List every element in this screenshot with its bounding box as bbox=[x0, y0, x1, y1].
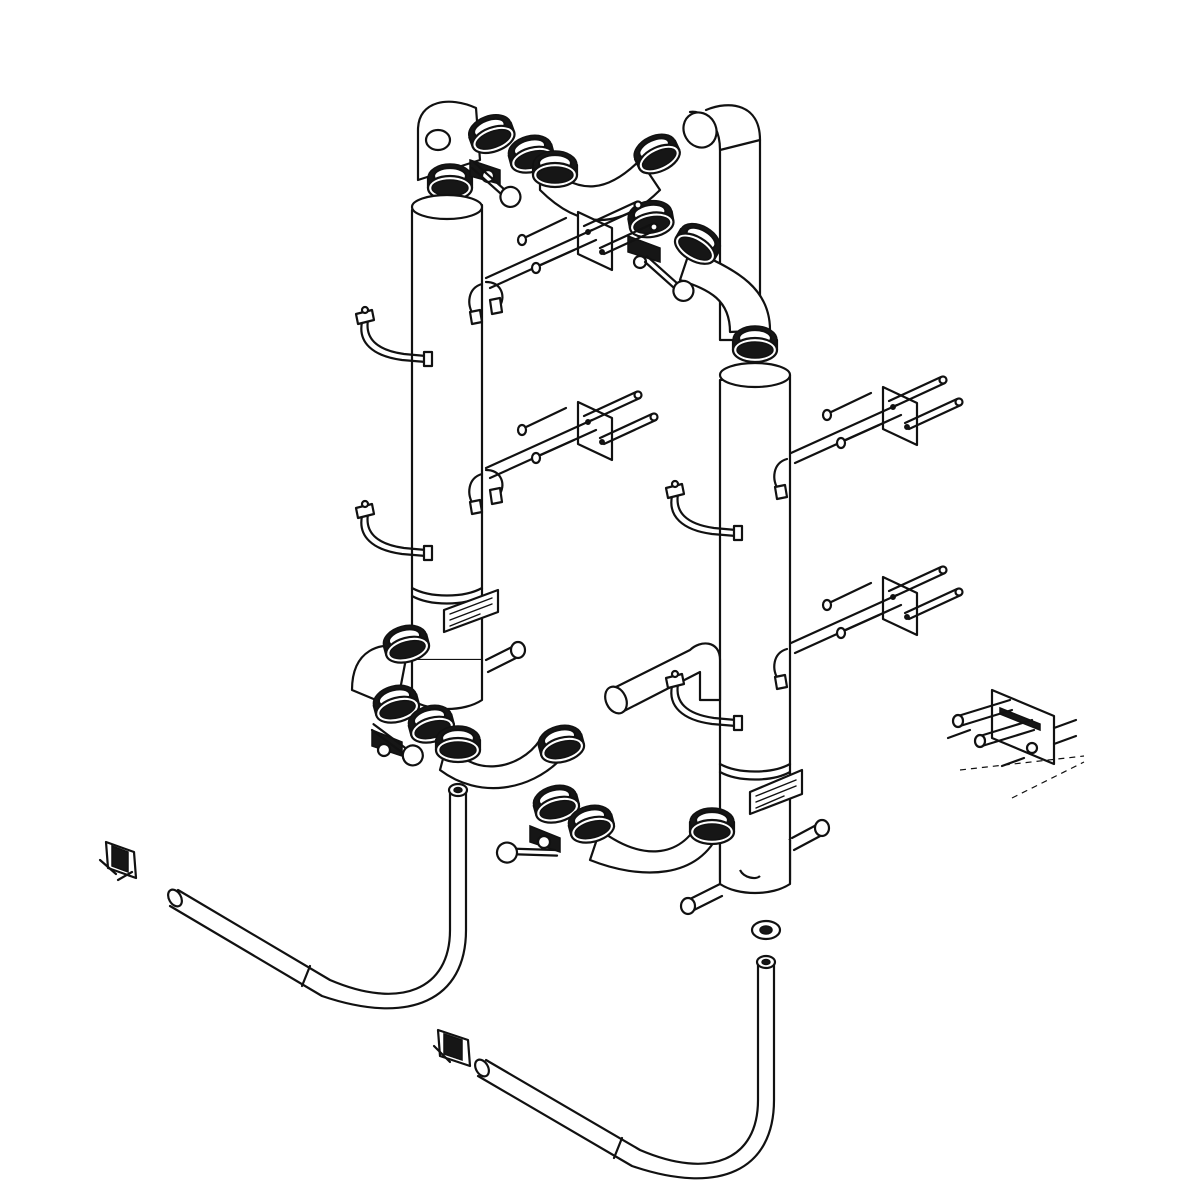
drain-hose-left bbox=[167, 782, 469, 1010]
valve-assembly-bottom-left bbox=[364, 619, 527, 769]
pipe-clamp-side-upper bbox=[484, 280, 504, 316]
valve-assembly-top-right bbox=[624, 126, 779, 364]
pipe-clamp-side-lower bbox=[484, 468, 504, 506]
hose-clip-icon bbox=[98, 840, 138, 882]
hose-clip-icon-2 bbox=[432, 1028, 472, 1068]
wall-bracket-lower-right bbox=[773, 565, 964, 691]
loose-bracket-kit bbox=[946, 688, 1085, 799]
right-vessel bbox=[718, 361, 804, 894]
drain-hose-right bbox=[474, 919, 782, 1180]
top-manifold bbox=[416, 100, 772, 334]
side-outlet-pipe bbox=[604, 642, 722, 715]
wall-bracket-upper-right bbox=[773, 375, 964, 501]
valve-assembly-bottom-right bbox=[493, 719, 831, 916]
right-vessel-label-plate bbox=[748, 768, 804, 816]
